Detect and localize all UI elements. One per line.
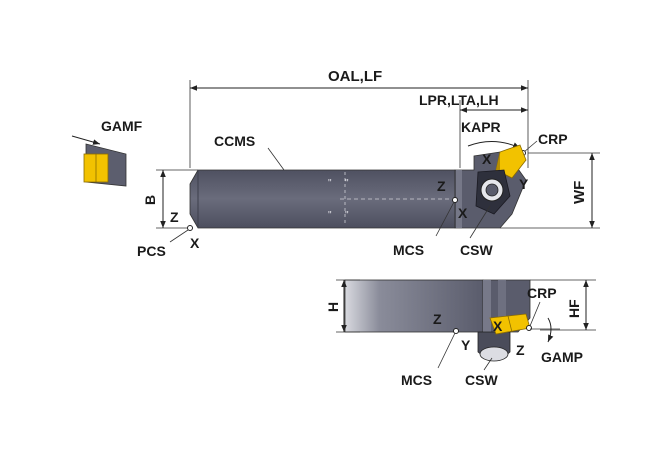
crp-side-label: CRP: [527, 285, 557, 301]
svg-text:": ": [345, 210, 349, 221]
b-label: B: [142, 195, 158, 205]
gamf-label: GAMF: [101, 118, 143, 134]
h-label: H: [325, 302, 341, 312]
side-view-body: [344, 279, 531, 362]
insert-side: [489, 313, 531, 335]
axis-y-top: Y: [519, 176, 529, 192]
axis-z-side: Z: [516, 342, 525, 358]
axis-y-mcs-side: Y: [461, 337, 471, 353]
wf-dimension: WF: [500, 152, 600, 229]
axis-x-pcs: X: [190, 235, 200, 251]
gamf-view: GAMF: [71, 118, 143, 187]
crp-top-label: CRP: [538, 131, 568, 147]
crp-top: CRP: [520, 131, 568, 156]
gamp-angle: GAMP: [530, 317, 583, 365]
svg-text:": ": [328, 178, 332, 189]
h-dimension: H: [325, 279, 360, 333]
svg-text:": ": [345, 178, 349, 189]
pcs-label: PCS: [137, 243, 166, 259]
axis-z-mcs-side: Z: [433, 311, 442, 327]
b-dimension: B: [142, 169, 198, 229]
csw-top-label: CSW: [460, 242, 493, 258]
mcs-top-label: MCS: [393, 242, 424, 258]
axis-x-side: X: [493, 318, 503, 334]
wf-label: WF: [571, 181, 588, 204]
mcs-side-label: MCS: [401, 372, 432, 388]
hf-dimension: HF: [530, 279, 596, 331]
axis-x-top: X: [482, 151, 492, 167]
pcs-origin: Z X PCS: [137, 209, 200, 259]
kapr-label: KAPR: [461, 119, 501, 135]
oal-lf-dimension: OAL,LF: [189, 68, 529, 168]
lpr-lta-lh-label: LPR,LTA,LH: [419, 92, 499, 108]
kapr-angle: KAPR: [461, 119, 521, 149]
ccms-label: CCMS: [214, 133, 255, 149]
axis-z-mcs-top: Z: [437, 178, 446, 194]
gamp-label: GAMP: [541, 349, 583, 365]
svg-text:": ": [328, 210, 332, 221]
insert-top: [475, 144, 527, 215]
ccms-callout: CCMS: [214, 133, 285, 171]
lpr-dimension: LPR,LTA,LH: [419, 92, 528, 168]
mcs-csw-side: MCS CSW: [401, 332, 498, 388]
axis-x-mcs-top: X: [458, 205, 468, 221]
axis-z-pcs: Z: [170, 209, 179, 225]
top-view-body: " " " ": [189, 151, 527, 229]
crp-side: CRP: [526, 285, 557, 331]
hf-label: HF: [566, 299, 582, 318]
csw-side-label: CSW: [465, 372, 498, 388]
mcs-csw-top: MCS CSW: [393, 201, 493, 258]
oal-lf-label: OAL,LF: [328, 68, 382, 85]
